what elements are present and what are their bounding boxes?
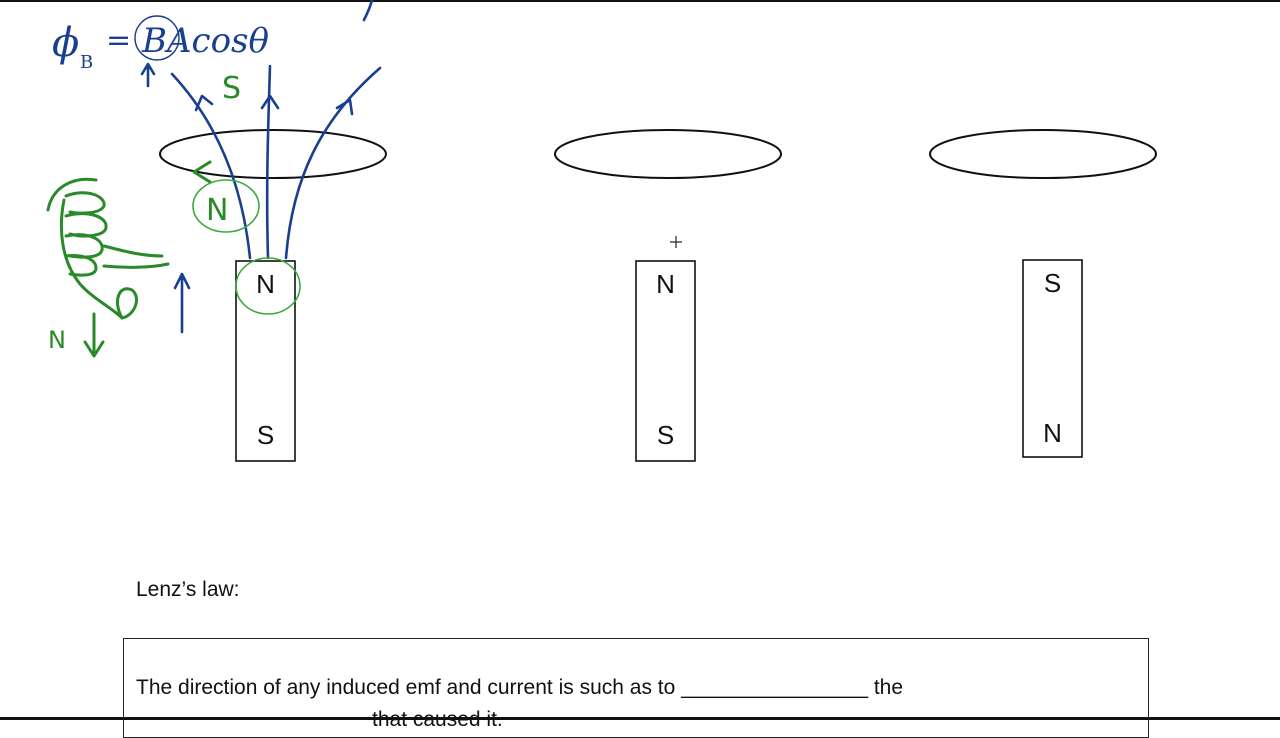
flux-equals: = <box>106 23 131 58</box>
bar-magnet-3: S N <box>1022 259 1083 458</box>
stroke-mark-top <box>362 0 374 22</box>
wire-loop-3 <box>929 129 1157 179</box>
right-hand-rule-sketch <box>46 177 170 320</box>
lenz-law-definition-line-2: that caused it. <box>372 708 503 732</box>
magnet-3-top-pole: S <box>1044 268 1061 298</box>
b-highlight-circle <box>134 15 180 61</box>
flux-symbol: ϕ <box>52 20 79 66</box>
wire-loop-2 <box>554 129 782 179</box>
bar-magnet-1: N S <box>235 260 296 462</box>
lenz-law-heading: Lenz’s law: <box>136 578 240 601</box>
induced-pole-n-label: N <box>206 193 228 228</box>
wire-loop-1 <box>159 129 387 179</box>
induced-current-arrow-icon <box>192 160 212 184</box>
magnet-2-bottom-pole: S <box>657 420 674 450</box>
flux-subscript: B <box>80 52 93 73</box>
down-arrow-icon <box>83 312 105 358</box>
magnet-1-top-pole: N <box>256 269 275 299</box>
video-frame-bottom-border <box>0 717 1280 720</box>
flux-rhs: BAcosθ <box>141 21 269 61</box>
magnet-motion-arrow-icon <box>173 272 191 334</box>
induced-pole-circle <box>192 179 260 233</box>
flux-formula: ϕ B = BAcosθ <box>52 15 269 73</box>
figure-canvas: N S N S S N ϕ B = BAcosθ S <box>46 0 1157 462</box>
hand-north-label: N <box>48 326 66 354</box>
up-arrow-icon <box>140 62 156 88</box>
crosshair-cursor-icon <box>670 236 682 248</box>
magnetic-field-lines <box>170 64 382 260</box>
bar-magnet-2: N S <box>635 260 696 462</box>
lenz-law-definition-line-1: The direction of any induced emf and cur… <box>136 676 904 699</box>
video-frame-top-border <box>0 0 1280 2</box>
magnet-3-bottom-pole: N <box>1043 418 1062 448</box>
magnet-pole-circle <box>235 257 301 315</box>
magnet-1-bottom-pole: S <box>257 420 274 450</box>
induced-pole-s-label: S <box>222 71 241 106</box>
magnet-2-top-pole: N <box>656 269 675 299</box>
